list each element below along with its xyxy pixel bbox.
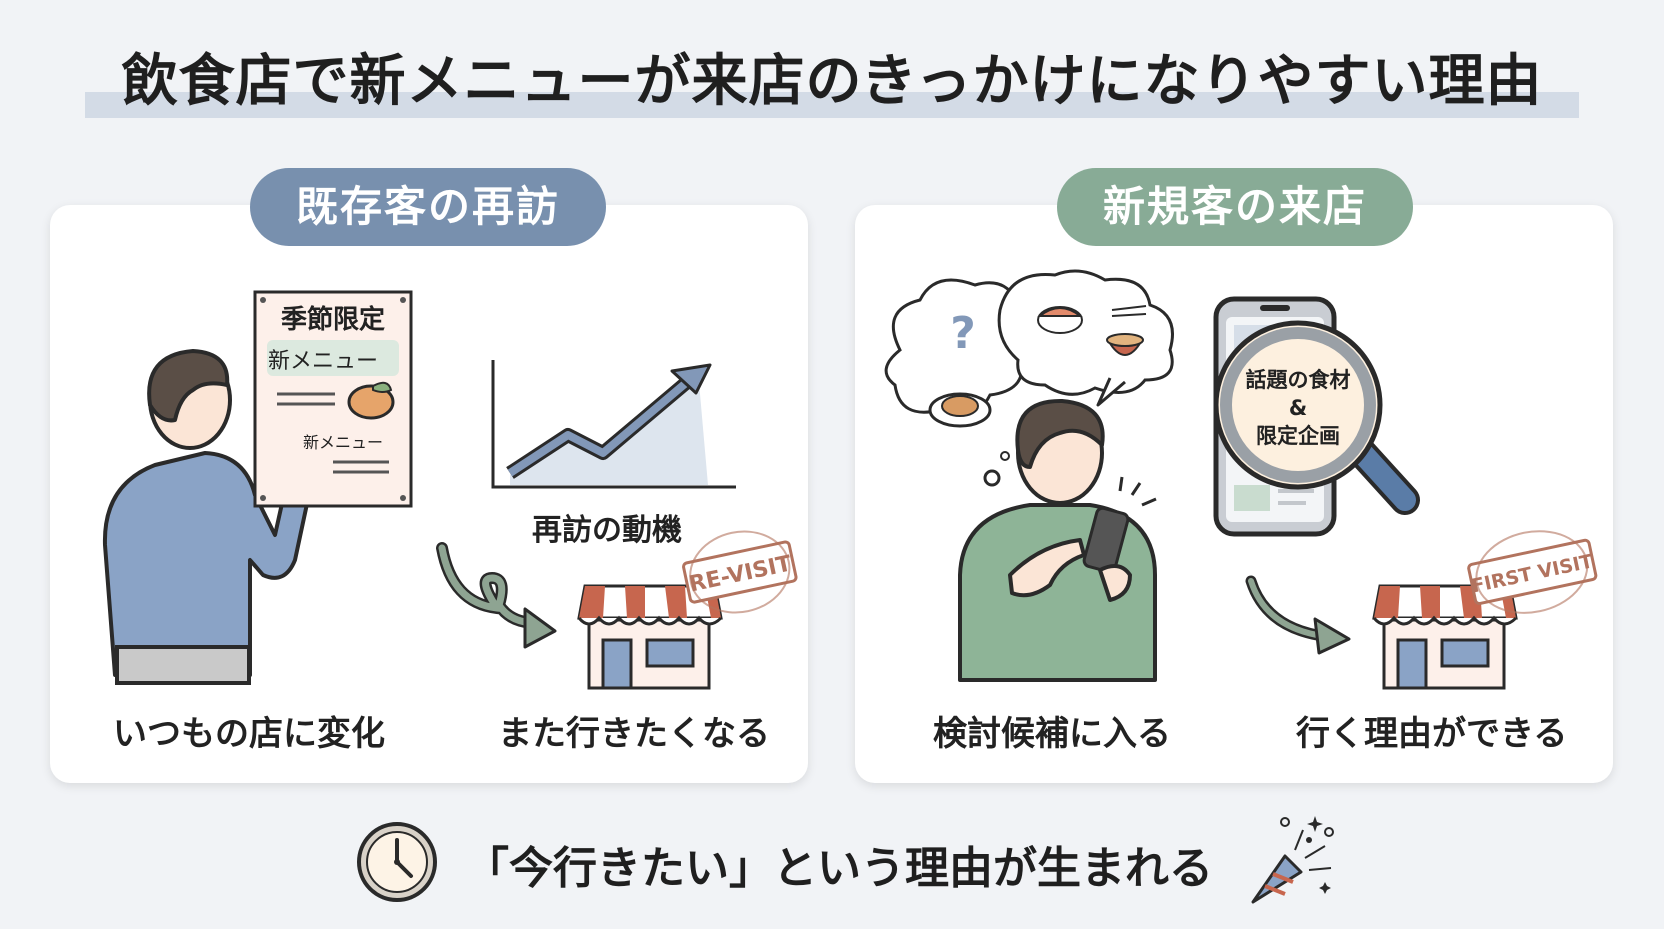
curved-arrow-icon [436, 542, 557, 649]
poster-new-menu-small: 新メニュー [303, 433, 383, 452]
magnifier-text-2: & [1289, 396, 1307, 420]
title-underline [85, 92, 1579, 118]
chart-label: 再訪の動機 [532, 513, 682, 548]
title-area: 飲食店で新メニューが来店のきっかけになりやすい理由 [85, 40, 1579, 124]
first-visit-stamp: FIRST VISIT [1467, 530, 1598, 614]
right-caption-2: 行く理由ができる [1296, 714, 1568, 754]
menu-poster: 季節限定 新メニュー 新メニュー [253, 290, 413, 508]
store-icon [577, 584, 723, 690]
magnifier-text-1: 話題の食材 [1246, 368, 1351, 392]
magnifier-text-3: 限定企画 [1256, 424, 1340, 448]
pill-new-customers: 新規客の来店 [1057, 168, 1413, 246]
phone-magnifier-illustration: 話題の食材 & 限定企画 [1213, 296, 1420, 537]
revisit-stamp: RE-VISIT [682, 530, 798, 614]
page-title: 飲食店で新メニューが来店のきっかけになりやすい理由 [121, 49, 1543, 114]
person-with-phone-illustration [958, 398, 1157, 682]
question-mark: ? [950, 308, 976, 359]
party-popper-icon [1251, 816, 1334, 904]
left-caption-1: いつもの店に変化 [113, 714, 385, 754]
arrow-icon [1245, 575, 1351, 655]
bottom-message: 「今行きたい」という理由が生まれる [465, 843, 1213, 894]
left-caption-2: また行きたくなる [498, 714, 770, 754]
poster-new-menu-tag: 新メニュー [268, 349, 378, 374]
right-caption-1: 検討候補に入る [933, 714, 1171, 754]
pill-existing-customers: 既存客の再訪 [250, 168, 606, 246]
growth-chart-icon [491, 360, 736, 489]
poster-heading: 季節限定 [281, 304, 385, 335]
thought-bubbles: ? [884, 269, 1174, 487]
clock-icon [357, 822, 437, 902]
